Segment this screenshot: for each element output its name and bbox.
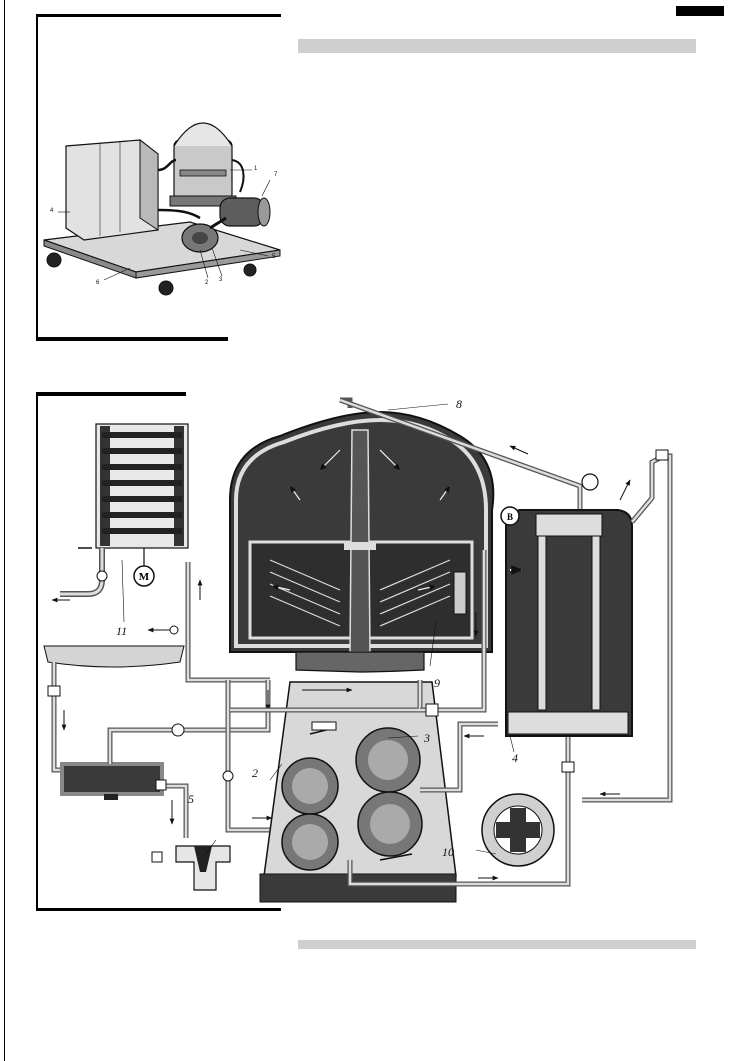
main-label-8: 8 <box>456 397 462 411</box>
figure-main-schematic: M <box>43 397 673 903</box>
main-label-3: 3 <box>424 731 430 745</box>
heater-vessel <box>505 509 633 737</box>
text-placeholder-band-top <box>298 39 696 53</box>
motor-m-symbol <box>133 565 155 587</box>
figure-main-left-rule <box>36 392 38 910</box>
cooler-coil <box>95 423 189 549</box>
top-label-6: 6 <box>96 280 100 286</box>
main-label-4: 4 <box>512 751 518 765</box>
left-margin-line <box>4 0 5 1061</box>
top-label-4: 4 <box>50 208 54 214</box>
main-label-5: 5 <box>188 792 194 806</box>
wheel <box>243 263 257 277</box>
figure-top-illustration <box>43 122 281 296</box>
wheel <box>46 252 62 268</box>
figure-top-rule <box>36 14 281 17</box>
main-label-9: 9 <box>434 676 440 690</box>
text-placeholder-band-bottom <box>298 940 696 949</box>
separator-base <box>295 651 425 673</box>
top-label-2: 2 <box>205 280 209 286</box>
figure-main-top-rule <box>36 392 186 396</box>
gear-pump-schematic <box>281 727 423 871</box>
coarse-filter <box>61 763 163 795</box>
top-label-7: 7 <box>274 172 278 178</box>
wheel <box>158 280 174 296</box>
pressure-gauge <box>581 473 599 491</box>
motor-letter: M <box>139 571 150 583</box>
top-label-3: 3 <box>219 277 223 283</box>
top-label-1: 1 <box>254 166 258 172</box>
gauge-b <box>500 506 520 526</box>
figure-top-left-rule <box>36 14 38 340</box>
gauge-letter: B <box>507 512 513 522</box>
main-label-11: 11 <box>116 624 128 638</box>
top-corner-tab <box>676 6 724 16</box>
main-label-2: 2 <box>252 766 258 780</box>
top-label-5: 5 <box>272 254 276 260</box>
electric-motor <box>219 197 265 227</box>
oil-sump <box>43 645 185 668</box>
skid-base-side <box>135 249 281 279</box>
figure-main-bottom-rule <box>36 908 281 911</box>
figure-top-bottom-rule <box>36 337 228 341</box>
main-label-10: 10 <box>442 845 454 859</box>
